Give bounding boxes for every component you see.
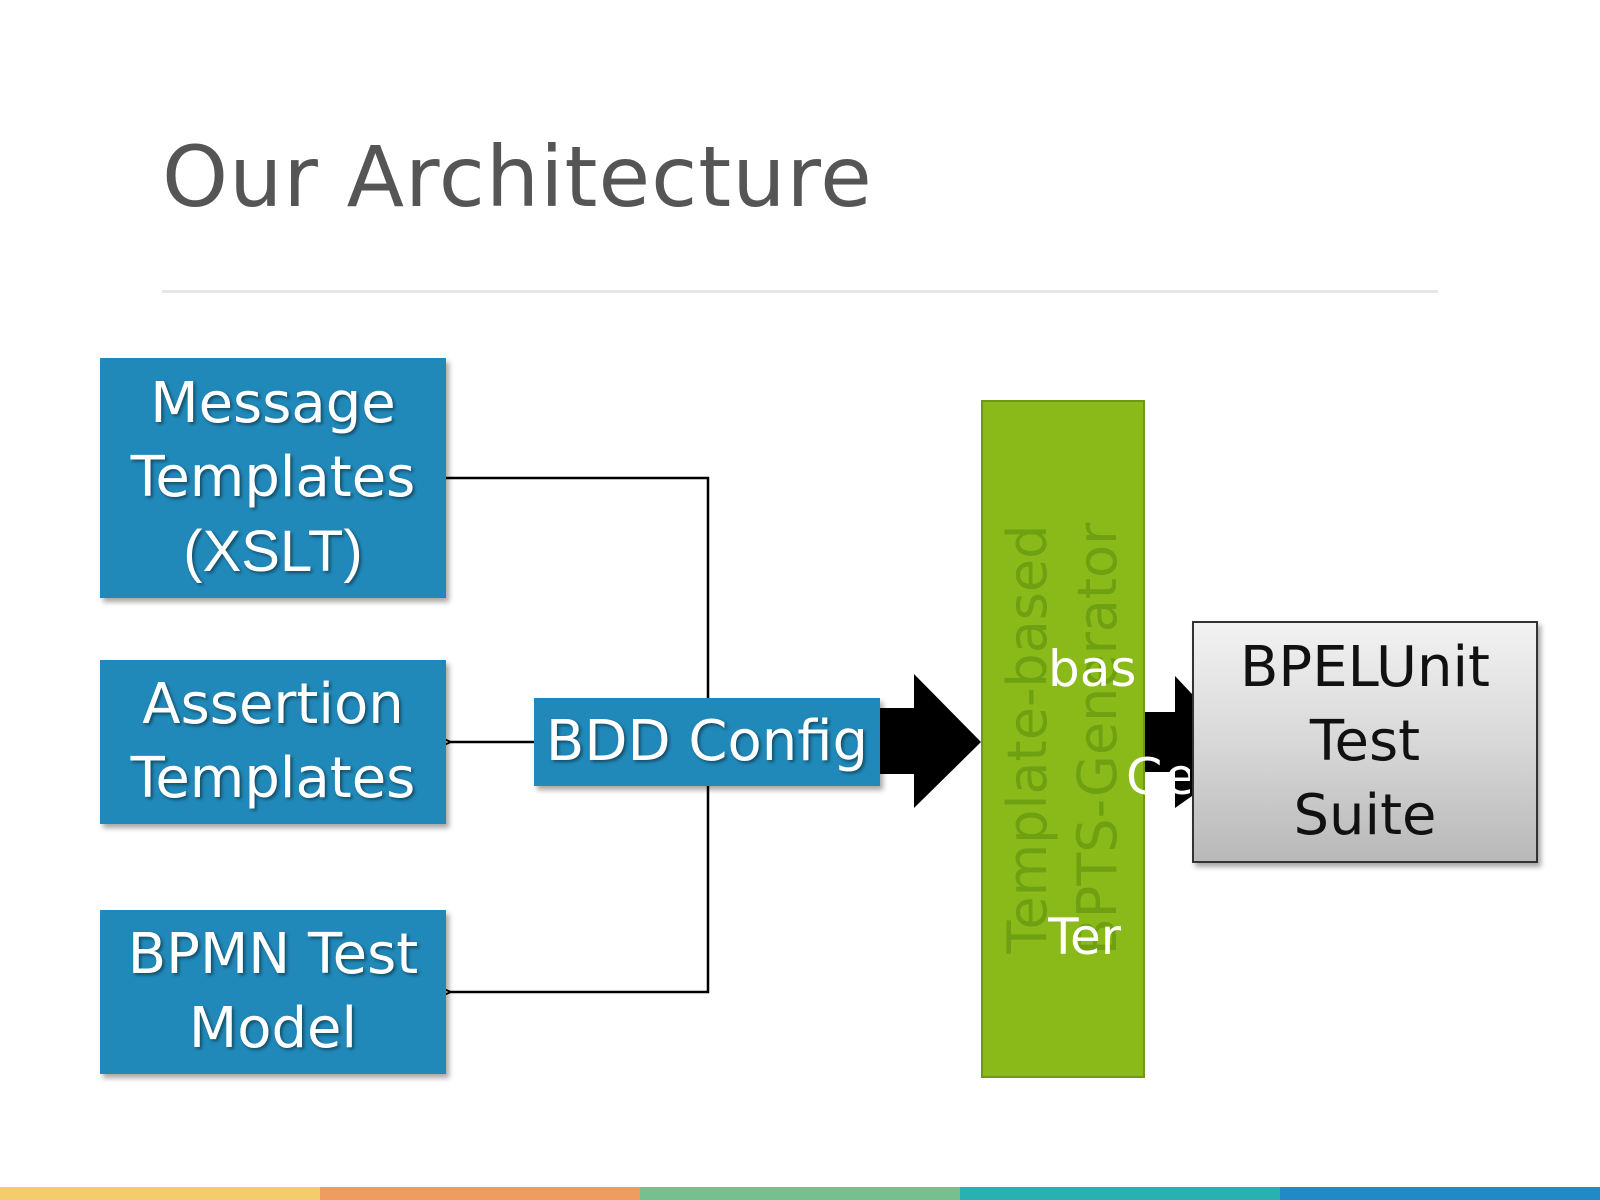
connector-to-bpmn-test-model: [451, 786, 710, 992]
generator-line2: BPTS-Generator: [1066, 522, 1129, 956]
big-arrow-generator-to-suite: [1145, 676, 1192, 808]
footer-segment-green: [640, 1187, 960, 1200]
test-suite-line1: BPELUnit: [1240, 635, 1490, 700]
message-templates-line1: Message: [150, 371, 396, 436]
connector-to-message-templates: [443, 478, 710, 698]
generator-line1: Template-based: [996, 524, 1059, 954]
generator-overflow-text-2: Ge: [1126, 748, 1190, 806]
bpts-generator-box: Template-based BPTS-Generator: [981, 400, 1145, 1078]
footer-segment-teal: [960, 1187, 1280, 1200]
test-suite-line3: Suite: [1293, 783, 1437, 848]
bpelunit-test-suite-box: BPELUnit Test Suite: [1192, 621, 1538, 863]
message-templates-line2: Templates: [130, 445, 416, 510]
slide-title: Our Architecture: [162, 128, 873, 226]
bpts-generator-label: Template-based BPTS-Generator: [993, 523, 1133, 956]
bpmn-test-model-box: BPMN Test Model: [100, 910, 446, 1074]
assertion-templates-line2: Templates: [130, 746, 416, 811]
message-templates-box: Message Templates (XSLT): [100, 358, 446, 598]
footer-segment-blue: [1280, 1187, 1600, 1200]
message-templates-line3: (XSLT): [183, 519, 363, 584]
generator-overflow-text-3: Ter: [1048, 908, 1122, 966]
bpmn-test-model-line2: Model: [188, 996, 358, 1061]
footer-segment-orange: [320, 1187, 640, 1200]
bpmn-test-model-line1: BPMN Test: [127, 922, 419, 987]
footer-segment-yellow: [0, 1187, 320, 1200]
generator-overflow-text-1: bas: [1048, 640, 1137, 698]
bdd-config-box: BDD Config: [534, 698, 880, 786]
test-suite-line2: Test: [1309, 709, 1421, 774]
assertion-templates-box: Assertion Templates: [100, 660, 446, 824]
footer-color-bar: [0, 1187, 1600, 1200]
assertion-templates-line1: Assertion: [142, 672, 404, 737]
title-divider: [162, 290, 1438, 293]
bdd-config-label: BDD Config: [545, 709, 869, 774]
big-arrow-config-to-generator: [880, 674, 981, 808]
